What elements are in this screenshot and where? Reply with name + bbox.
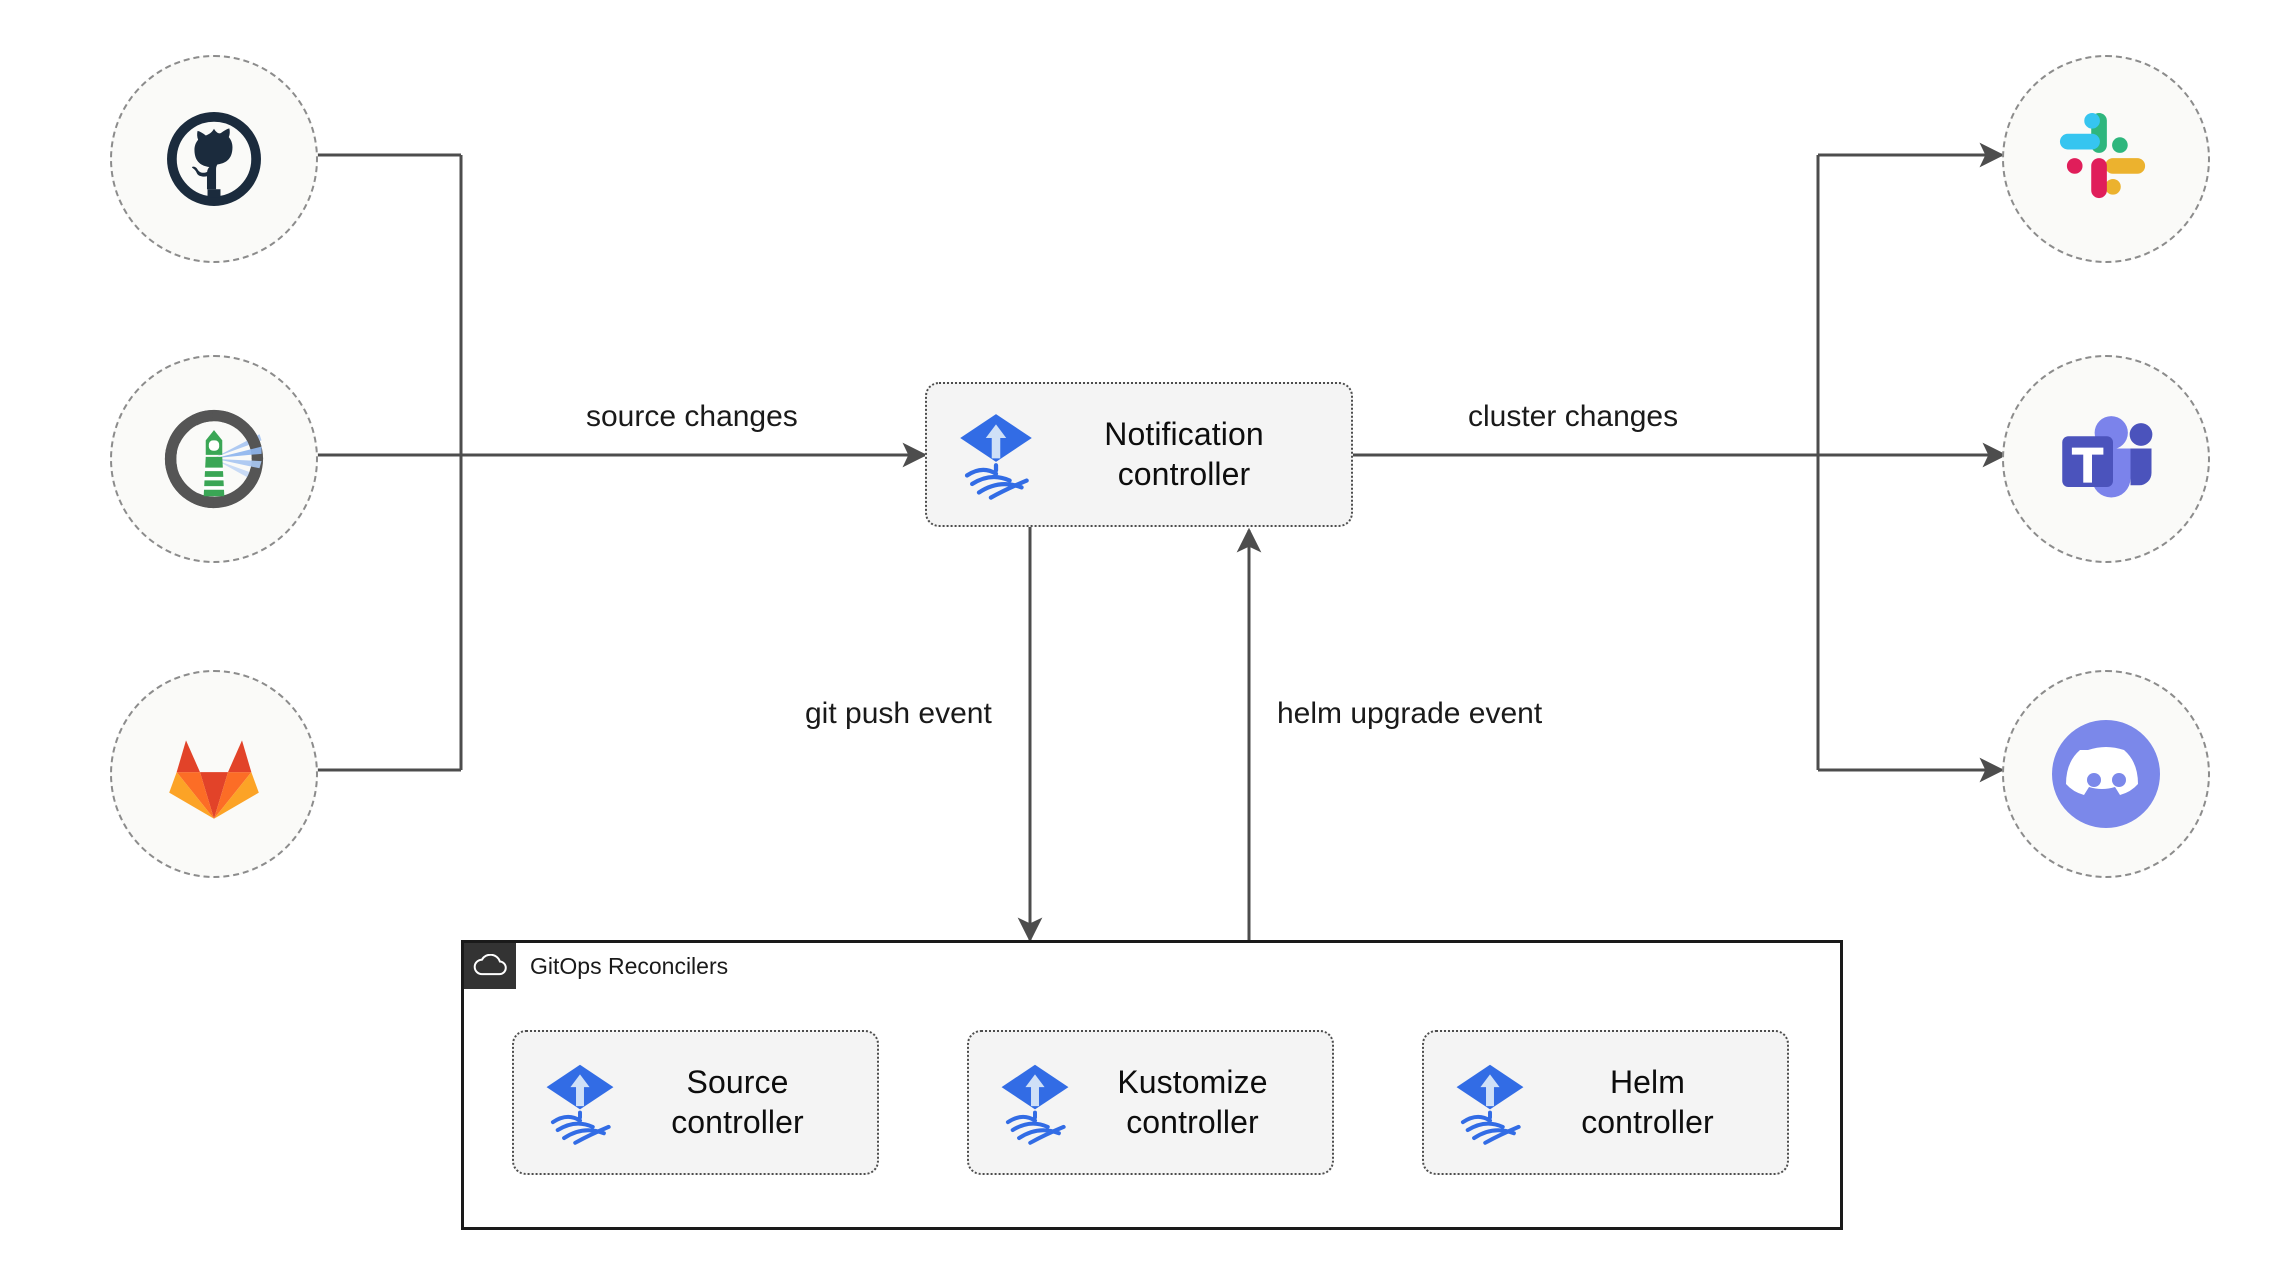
helm-controller-line2: controller <box>1581 1103 1714 1140</box>
edge-label-source-changes: source changes <box>578 400 806 433</box>
kustomize-controller-line1: Kustomize <box>1117 1064 1268 1101</box>
source-controller-label: Source controller <box>620 1063 877 1141</box>
source-node-flux[interactable] <box>110 355 318 563</box>
destination-node-discord[interactable] <box>2002 670 2210 878</box>
flux-logo-icon <box>546 1064 614 1145</box>
github-icon <box>167 112 261 206</box>
helm-controller-label: Helm controller <box>1530 1063 1787 1141</box>
cloud-icon <box>473 954 507 976</box>
source-controller-line1: Source <box>686 1064 789 1101</box>
notification-controller-label: Notification controller <box>1039 415 1351 493</box>
helm-controller-box[interactable]: Helm controller <box>1422 1030 1789 1175</box>
source-controller-box[interactable]: Source controller <box>512 1030 879 1175</box>
group-title: GitOps Reconcilers <box>530 953 729 979</box>
notification-controller-line1: Notification <box>1104 416 1264 453</box>
source-controller-line2: controller <box>671 1103 804 1140</box>
helm-controller-line1: Helm <box>1609 1064 1686 1101</box>
gitlab-icon <box>169 740 259 819</box>
kustomize-controller-label: Kustomize controller <box>1075 1063 1332 1141</box>
flux-logo-icon <box>1456 1064 1524 1145</box>
flux-lighthouse-icon <box>164 409 264 509</box>
flux-logo-icon <box>1001 1064 1069 1145</box>
discord-icon <box>2052 720 2160 828</box>
edge-label-helm-upgrade-event: helm upgrade event <box>1269 697 1551 730</box>
kustomize-controller-box[interactable]: Kustomize controller <box>967 1030 1334 1175</box>
destination-node-teams[interactable] <box>2002 355 2210 563</box>
group-tab <box>464 943 516 989</box>
source-node-github[interactable] <box>110 55 318 263</box>
notification-controller-box[interactable]: Notification controller <box>925 382 1353 527</box>
edge-label-cluster-changes: cluster changes <box>1460 400 1687 433</box>
notification-controller-line2: controller <box>1117 455 1251 492</box>
kustomize-controller-line2: controller <box>1126 1103 1259 1140</box>
source-node-gitlab[interactable] <box>110 670 318 878</box>
flux-logo-icon <box>960 413 1032 500</box>
slack-icon <box>2059 112 2146 199</box>
edge-label-git-push-event: git push event <box>797 697 1000 730</box>
microsoft-teams-icon <box>2062 416 2153 498</box>
destination-node-slack[interactable] <box>2002 55 2210 263</box>
